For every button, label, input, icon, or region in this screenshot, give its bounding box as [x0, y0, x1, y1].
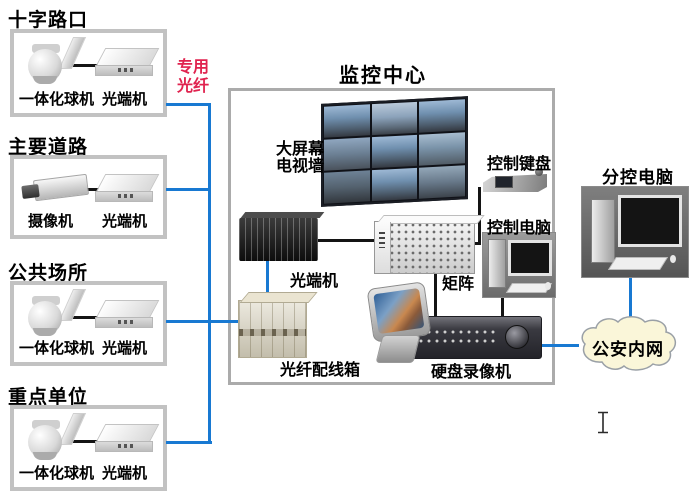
- site3-title: 公共场所: [8, 263, 89, 284]
- fiber-line-site2: [166, 188, 210, 191]
- line-matrix-to-dvr: [434, 271, 437, 318]
- camera-body: [32, 173, 90, 202]
- camera-bracket-arm: [60, 316, 106, 319]
- dome-camera-image: [20, 412, 92, 466]
- control-keyboard-label: 控制键盘: [487, 156, 552, 173]
- camera-bracket-arm: [60, 64, 106, 67]
- site4-transceiver-label: 光端机: [102, 465, 148, 482]
- center-transceiver-label: 光端机: [290, 273, 339, 290]
- text-cursor-ibeam: [596, 411, 610, 434]
- site2-camera-label: 摄像机: [28, 213, 74, 230]
- crt-monitor-image: [366, 281, 432, 365]
- fiber-line-site4: [166, 441, 212, 444]
- control-computer-label: 控制电脑: [487, 220, 552, 237]
- fiber-patch-box-label: 光纤配线箱: [280, 362, 361, 379]
- line-rack-to-matrix: [315, 239, 375, 242]
- line-remote-pc-to-cloud: [629, 276, 632, 318]
- pc-tower: [591, 199, 615, 263]
- dvr-knob: [505, 325, 529, 349]
- optical-transceiver-image: [94, 46, 160, 78]
- crt-screen: [373, 288, 425, 335]
- dome-band: [33, 76, 57, 84]
- matrix-label: 矩阵: [442, 276, 475, 293]
- line-matrix-to-keyboard-h: [471, 242, 481, 245]
- dvr-label: 硬盘录像机: [431, 364, 512, 381]
- pc-mouse: [670, 255, 676, 263]
- pc-mouse: [545, 282, 551, 290]
- site3-camera-label: 一体化球机: [19, 340, 95, 357]
- site2-transceiver-label: 光端机: [102, 213, 148, 230]
- transceiver-ports: [118, 68, 136, 72]
- line-rack-to-cabinet: [266, 260, 269, 302]
- remote-computer-image: [581, 186, 689, 278]
- dome-bracket: [58, 37, 87, 69]
- cloud-label: 公安内网: [592, 340, 664, 359]
- dedicated-fiber-label: 专用 光纤: [177, 59, 210, 95]
- tv-wall-image: [321, 96, 468, 207]
- fiber-line-site3-to-center: [166, 320, 242, 323]
- transceiver-ports: [118, 320, 136, 324]
- site3-transceiver-label: 光端机: [102, 340, 148, 357]
- optical-transceiver-image: [94, 172, 160, 204]
- site4-camera-label: 一体化球机: [19, 465, 95, 482]
- site4-title: 重点单位: [8, 387, 89, 408]
- control-computer-image: [482, 232, 556, 298]
- optical-transceiver-image: [94, 422, 160, 454]
- site1-title: 十字路口: [8, 10, 89, 31]
- optical-transceiver-rack-image: [239, 218, 318, 261]
- line-computer-to-dvr: [501, 296, 504, 318]
- camera-lens: [21, 184, 40, 199]
- site3-box: 一体化球机 光端机: [10, 281, 167, 366]
- monitoring-center-title: 监控中心: [339, 65, 427, 87]
- fiber-patch-box-image: [238, 300, 307, 358]
- camera-bracket-arm: [60, 440, 106, 443]
- fiber-line-site1: [166, 103, 210, 106]
- site2-title: 主要道路: [8, 137, 89, 158]
- line-dvr-to-cloud: [532, 344, 579, 347]
- optical-transceiver-image: [94, 298, 160, 330]
- cloud-shape: [581, 316, 677, 371]
- dome-camera-image: [20, 36, 92, 90]
- transceiver-ports: [118, 194, 136, 198]
- remote-computer-label: 分控电脑: [602, 168, 674, 187]
- dvr-buttons: [418, 329, 498, 347]
- site1-camera-label: 一体化球机: [19, 91, 95, 108]
- site1-transceiver-label: 光端机: [102, 91, 148, 108]
- site2-box: 摄像机 光端机: [10, 155, 167, 239]
- pc-monitor: [618, 195, 682, 247]
- site1-box: 一体化球机 光端机: [10, 29, 167, 117]
- fiber-trunk-line: [208, 103, 211, 444]
- transceiver-ports: [118, 444, 136, 448]
- site4-box: 一体化球机 光端机: [10, 405, 167, 491]
- pc-tower: [488, 239, 506, 288]
- network-cloud: 公安内网: [576, 315, 680, 375]
- pc-monitor: [508, 240, 552, 276]
- pc-keyboard: [607, 257, 669, 270]
- tv-wall-label: 大屏幕 电视墙: [276, 141, 325, 175]
- dome-cap: [32, 44, 60, 53]
- dome-camera-image: [20, 288, 92, 342]
- control-keyboard-image: [483, 168, 549, 196]
- matrix-switcher-image: [374, 221, 475, 274]
- keyboard-joystick: [535, 168, 543, 176]
- box-camera-image: [21, 172, 90, 208]
